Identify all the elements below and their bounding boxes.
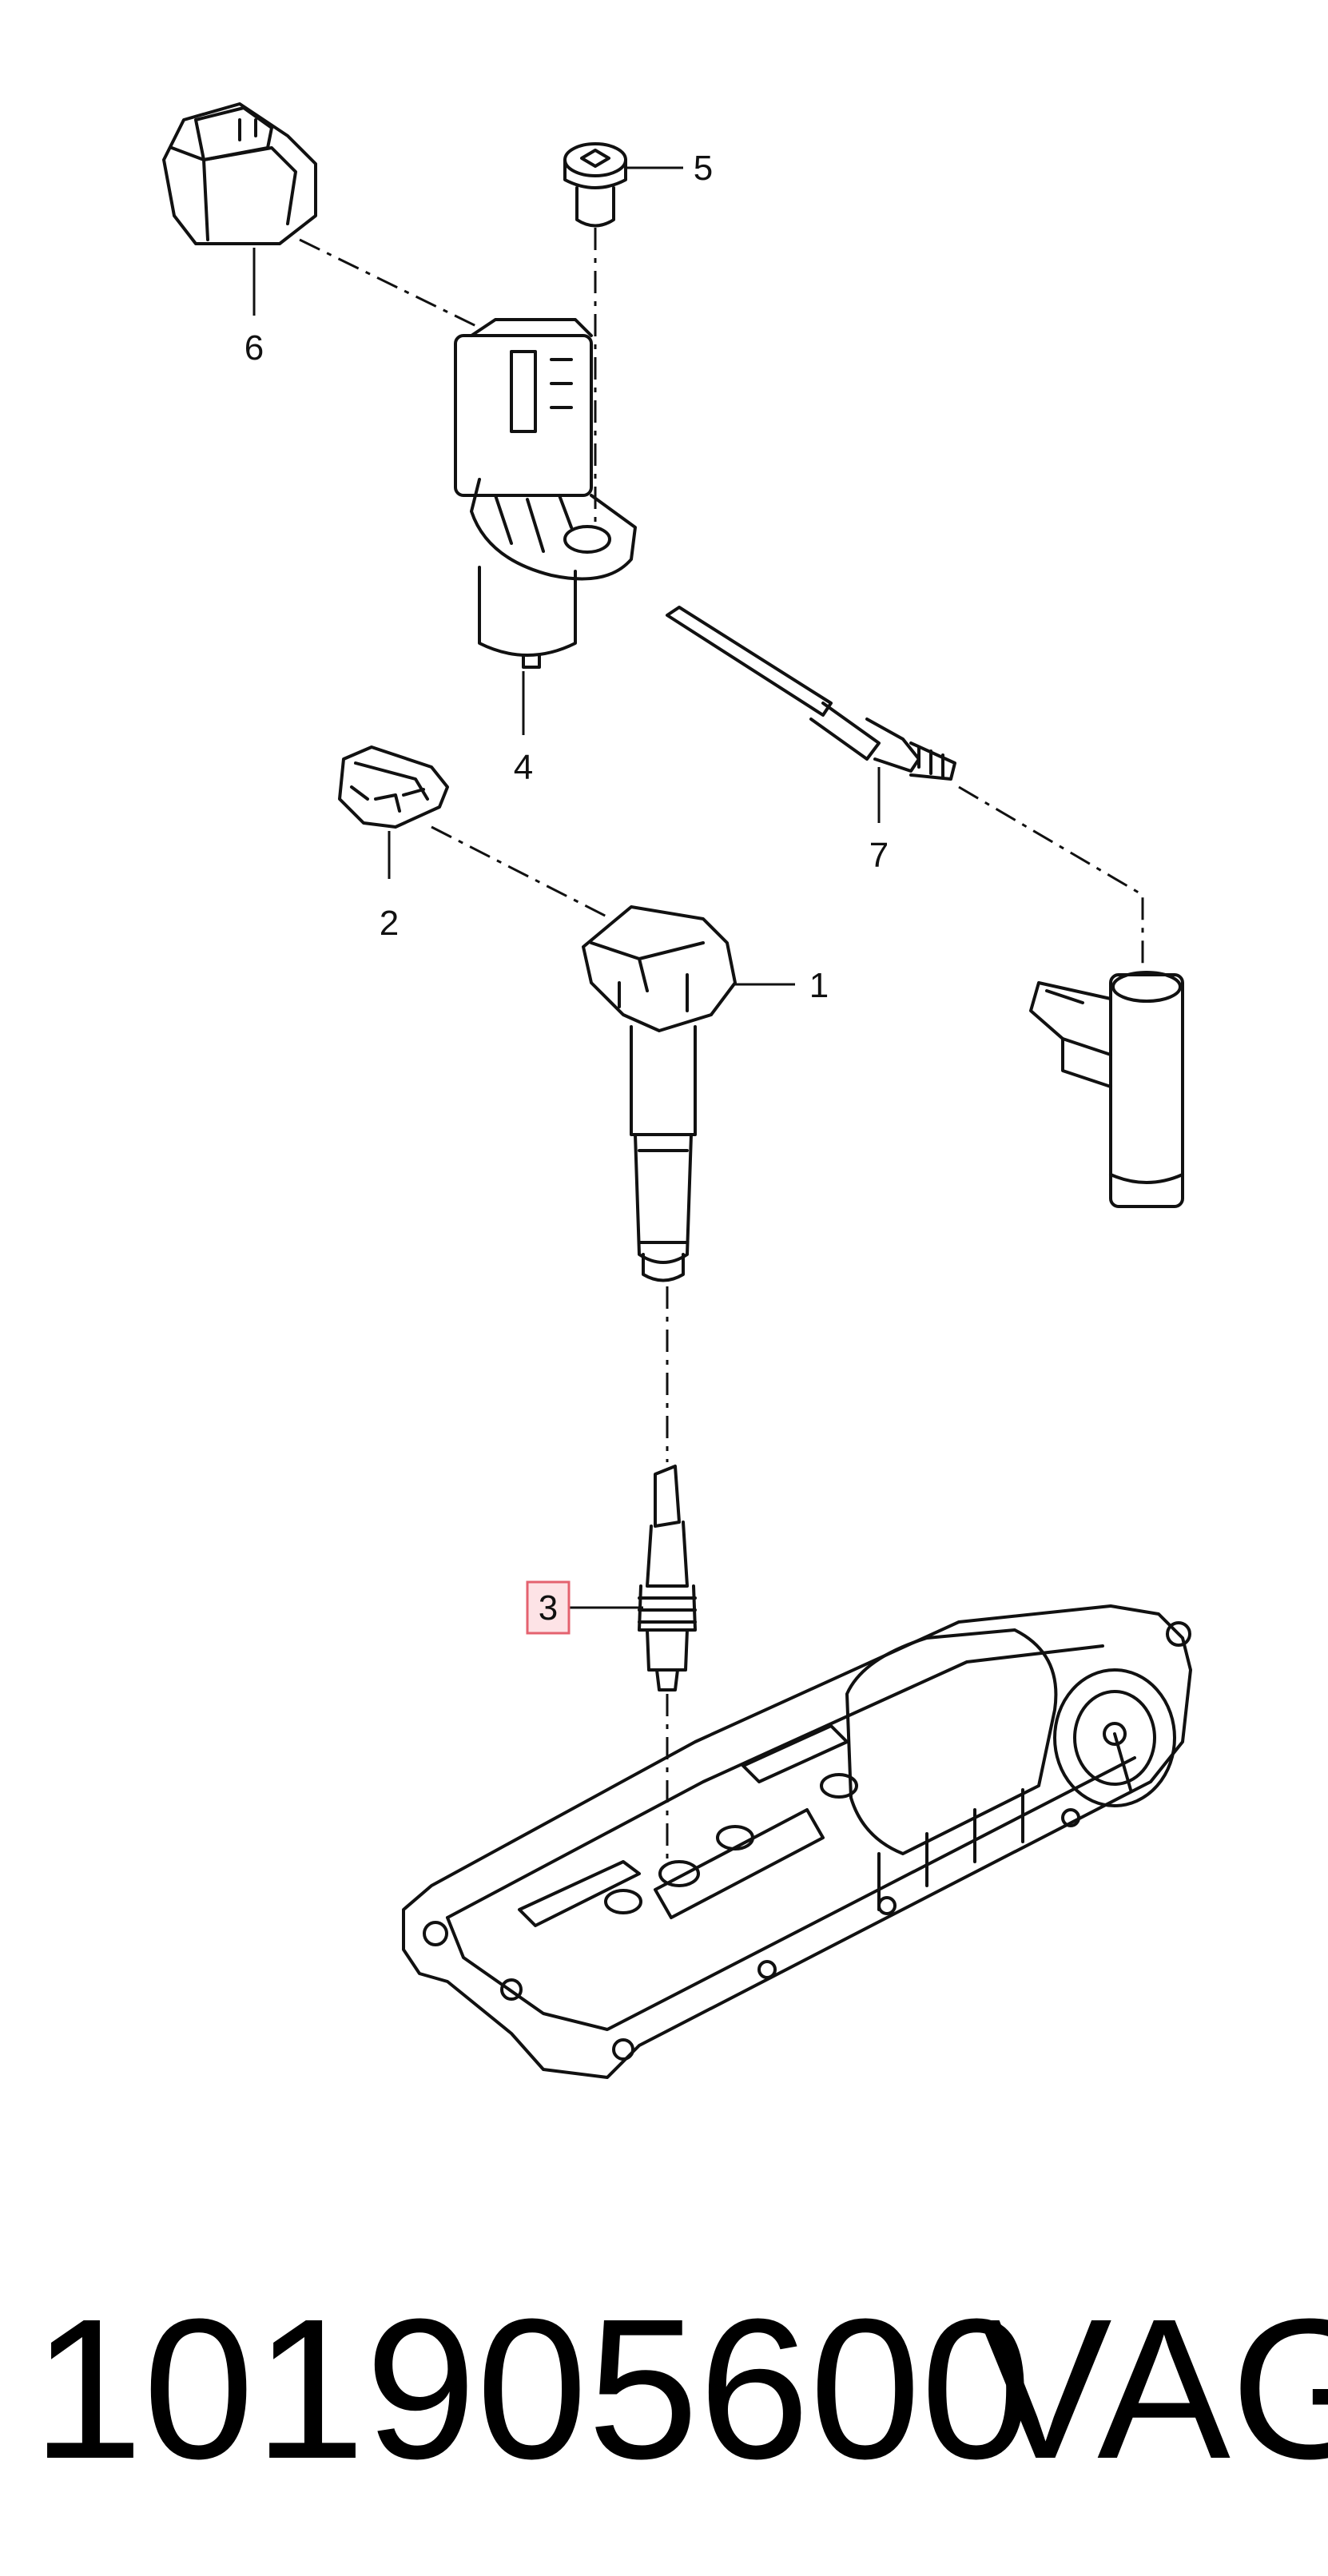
callout-3-highlight (526, 1580, 571, 1635)
part-2-connector (338, 745, 449, 829)
callout-4: 4 (514, 748, 533, 787)
callout-7: 7 (869, 836, 889, 875)
part-5-screw (563, 142, 627, 228)
part-7-probe (666, 606, 956, 781)
part-1-ignition-coil (582, 905, 737, 1282)
callout-labels: 6 5 4 7 2 1 3 (245, 149, 889, 1635)
callout-6: 6 (245, 328, 264, 368)
part-6-connector (162, 102, 317, 245)
part-4-sensor (454, 318, 637, 669)
brand-name: VAG (979, 2277, 1328, 2500)
part-3-spark-plug (638, 1465, 697, 1691)
part-number: 101905600 (32, 2277, 1032, 2500)
callout-3: 3 (539, 1588, 558, 1628)
valve-cover (402, 1604, 1192, 2079)
assembly-lines (252, 166, 1144, 1866)
exploded-parts-diagram: 6 5 4 7 2 1 3 (162, 102, 1192, 2079)
callout-1: 1 (809, 966, 829, 1005)
callout-5: 5 (694, 149, 713, 188)
part-unnumbered-sensor (1029, 971, 1184, 1208)
callout-2: 2 (380, 904, 399, 943)
